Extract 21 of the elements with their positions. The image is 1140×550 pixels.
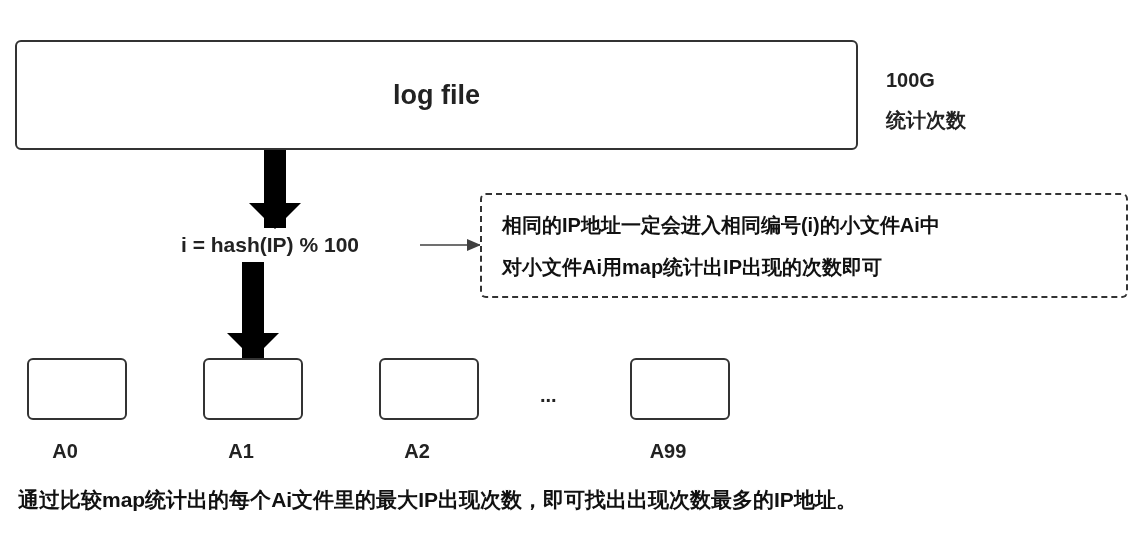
node-text: 相同的IP地址一定会进入相同编号(i)的小文件Ai中: [502, 212, 940, 238]
file-box: [27, 358, 127, 420]
note-box: [480, 193, 1128, 298]
node-text: 对小文件Ai用map统计出IP出现的次数即可: [502, 254, 883, 280]
formula-text: i = hash(IP) % 100: [120, 228, 420, 262]
file-box: [630, 358, 730, 420]
file-box: [15, 40, 858, 150]
ellipsis-label: ...: [540, 383, 557, 408]
side-label: A1: [227, 439, 255, 464]
side-label: A0: [51, 439, 79, 464]
node-text: log file: [393, 78, 480, 112]
side-label: 统计次数: [886, 108, 966, 133]
summary-text: 通过比较map统计出的每个Ai文件里的最大IP出现次数，即可找出出现次数最多的IP地址。: [18, 487, 857, 513]
side-label: A99: [648, 439, 688, 464]
side-label: A2: [403, 439, 431, 464]
arrow: [419, 239, 481, 251]
block-arrow: [227, 262, 279, 359]
file-box: [379, 358, 479, 420]
side-label: 100G: [886, 68, 935, 93]
file-box: [203, 358, 303, 420]
block-arrow: [249, 150, 301, 229]
